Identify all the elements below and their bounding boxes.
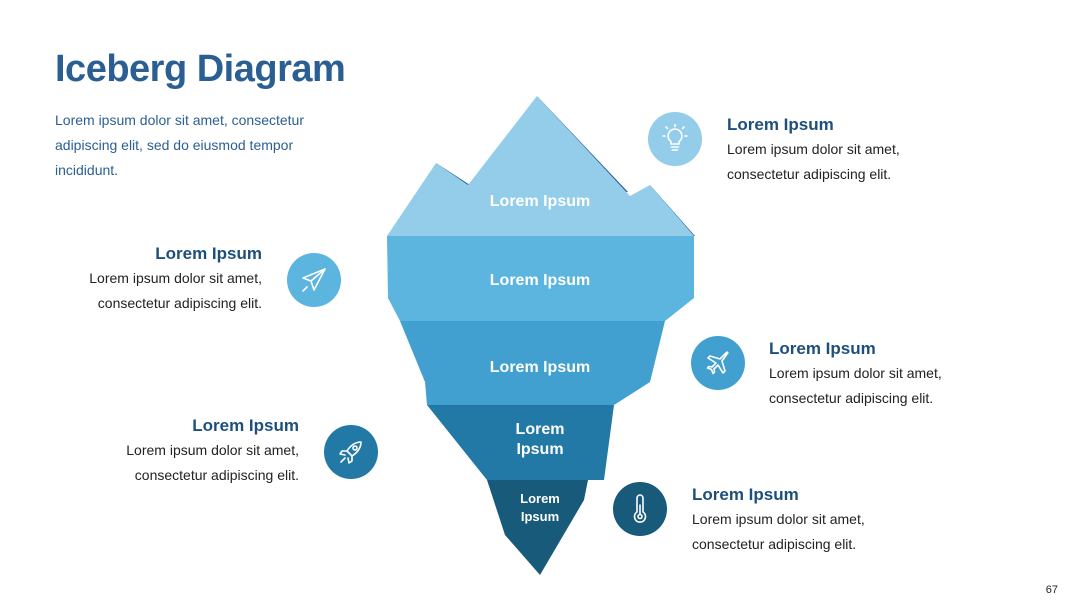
airplane-icon — [706, 351, 729, 375]
page-title: Iceberg Diagram — [55, 48, 346, 90]
paper-plane-icon — [302, 268, 326, 292]
iceberg-shadow-right — [650, 185, 695, 236]
iceberg-layer-2 — [387, 236, 694, 321]
item-2-icon-circle — [287, 253, 341, 307]
item-5-text: Lorem ipsum dolor sit amet, consectetur … — [692, 511, 865, 552]
item-5: Lorem Ipsum Lorem ipsum dolor sit amet, … — [692, 482, 952, 557]
iceberg-layer-2-label: Lorem Ipsum — [489, 272, 591, 289]
iceberg-layer-3-label: Lorem Ipsum — [489, 359, 591, 376]
lightbulb-icon — [662, 123, 688, 151]
item-4: Lorem Ipsum Lorem ipsum dolor sit amet, … — [39, 413, 299, 488]
item-1-heading: Lorem Ipsum — [727, 115, 834, 134]
item-3-text: Lorem ipsum dolor sit amet, consectetur … — [769, 365, 942, 406]
item-1-icon-circle — [648, 112, 702, 166]
iceberg-shadow-peak — [537, 96, 628, 192]
iceberg-layer-1 — [387, 96, 694, 236]
iceberg-layer-3 — [400, 321, 665, 405]
item-3-heading: Lorem Ipsum — [769, 339, 876, 358]
item-2-text: Lorem ipsum dolor sit amet, consectetur … — [89, 270, 262, 311]
iceberg-layer-4-label: Lorem Ipsum — [515, 421, 565, 458]
item-4-text: Lorem ipsum dolor sit amet, consectetur … — [126, 442, 299, 483]
item-5-heading: Lorem Ipsum — [692, 485, 799, 504]
thermometer-icon — [633, 494, 647, 523]
iceberg-layer-5 — [487, 480, 588, 575]
item-2: Lorem Ipsum Lorem ipsum dolor sit amet, … — [2, 241, 262, 316]
item-4-heading: Lorem Ipsum — [192, 416, 299, 435]
item-4-icon-circle — [324, 425, 378, 479]
item-5-icon-circle — [613, 482, 667, 536]
item-1-text: Lorem ipsum dolor sit amet, consectetur … — [727, 141, 900, 182]
item-2-heading: Lorem Ipsum — [155, 244, 262, 263]
item-1: Lorem Ipsum Lorem ipsum dolor sit amet, … — [727, 112, 987, 187]
item-3-icon-circle — [691, 336, 745, 390]
intro-text: Lorem ipsum dolor sit amet, consectetur … — [55, 112, 304, 178]
iceberg-layer-5-label: Lorem Ipsum — [520, 491, 560, 524]
iceberg-layer-4 — [427, 405, 614, 480]
item-3: Lorem Ipsum Lorem ipsum dolor sit amet, … — [769, 336, 1029, 411]
rocket-icon — [339, 441, 362, 464]
iceberg-layer-1-label: Lorem Ipsum — [489, 193, 591, 210]
page-number: 67 — [1045, 584, 1058, 596]
